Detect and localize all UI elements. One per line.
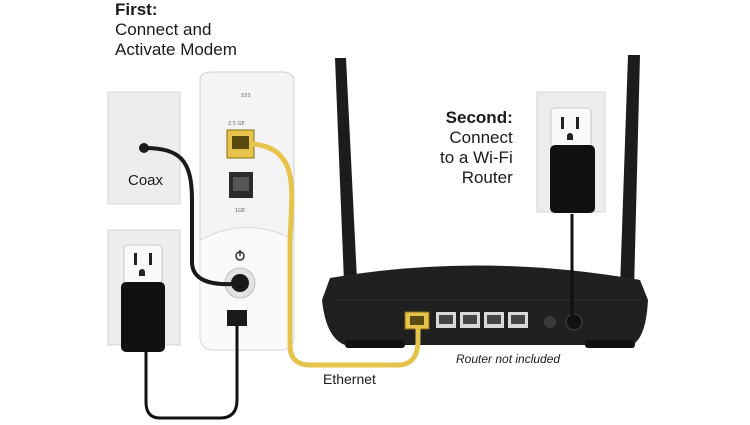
ethernet-label: Ethernet (323, 371, 376, 387)
wifi-router (322, 265, 648, 348)
step-two-caption: Second: Connect to a Wi-Fi Router (440, 108, 513, 188)
router-not-included-note: Router not included (456, 352, 561, 366)
step-one-title: First: (115, 0, 158, 19)
modem-power-adapter (121, 282, 165, 352)
modem-model-text: S33 (241, 93, 251, 99)
cables (142, 141, 574, 420)
step-one-line-1: Connect and (115, 20, 212, 40)
coax-label: Coax (128, 172, 164, 189)
ethernet-cable (251, 141, 421, 368)
step-one-line-2: Activate Modem (115, 40, 237, 60)
modem-power-cable (144, 326, 239, 420)
modem-port-bottom-text: 1GE (235, 208, 245, 214)
modem-port-top-text: 2.5 GE (228, 121, 245, 127)
power-adapters (121, 145, 595, 352)
router-power-adapter (550, 145, 595, 213)
step-two-title: Second: (445, 108, 513, 127)
coax-cable (142, 146, 234, 287)
router-antennas (335, 55, 640, 290)
step-two-line-2: to a Wi-Fi (440, 148, 513, 168)
step-one-caption: First: Connect and Activate Modem (115, 0, 237, 60)
step-two-line-1: Connect (449, 128, 513, 148)
step-two-line-3: Router (461, 168, 513, 188)
cable-modem: S33 2.5 GE 1GE (199, 71, 295, 351)
